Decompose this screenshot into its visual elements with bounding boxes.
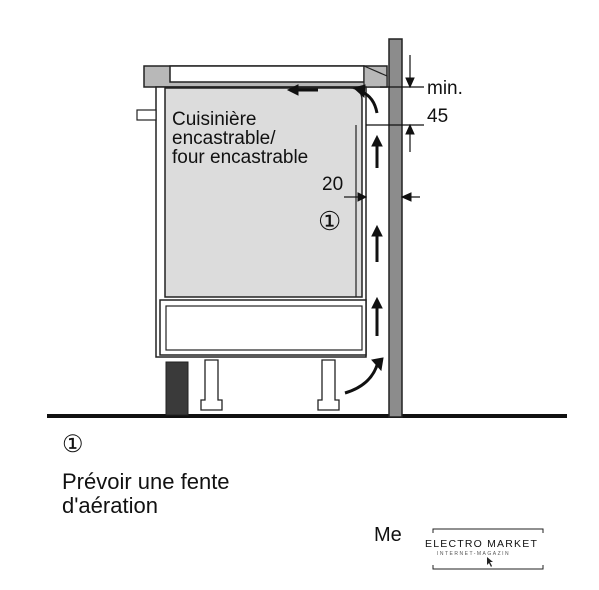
cabinet-hinge	[136, 109, 157, 121]
legend-marker: ①	[62, 431, 84, 458]
watermark-prefix: Me	[374, 524, 402, 546]
oven-label: Cuisinière encastrable/ four encastrable	[172, 110, 308, 167]
clearance-dimension-side	[344, 192, 420, 202]
oven-label-line-3: four encastrable	[172, 147, 309, 168]
plinth	[165, 361, 189, 416]
airflow-arrow-intake	[344, 361, 380, 395]
cabinet-foot-right	[317, 359, 340, 411]
oven-label-line-2: encastrable/	[172, 128, 276, 149]
floor-line	[47, 414, 567, 418]
oven-label-line-1: Cuisinière	[172, 109, 257, 130]
watermark-frame	[432, 528, 544, 570]
watermark-tagline: INTERNET-MAGAZIN	[437, 551, 511, 557]
drawer-panel	[165, 305, 363, 351]
airflow-arrow-intake-head	[371, 357, 384, 372]
airflow-arrow-curve-head	[352, 84, 366, 99]
airflow-arrows	[286, 84, 384, 395]
hob-surface	[169, 65, 365, 83]
cursor-icon	[487, 557, 493, 567]
watermark-brand: ELECTRO MARKET	[425, 538, 539, 550]
callout-marker: ①	[318, 206, 342, 236]
legend-text: Prévoir une fente d'aération	[62, 470, 230, 518]
clearance-top-label: min.	[427, 78, 463, 99]
clearance-side-value: 20	[322, 174, 344, 195]
watermark-logo: ELECTRO MARKET INTERNET-MAGAZIN	[423, 527, 551, 571]
airflow-arrow-left	[286, 84, 318, 96]
clearance-top-value: 45	[427, 106, 449, 127]
airflow-arrow-up-3	[371, 134, 383, 168]
cabinet-foot-left	[200, 359, 223, 411]
clearance-dimension-top	[366, 55, 424, 152]
airflow-arrow-up-2	[371, 224, 383, 262]
wall-panel	[388, 38, 403, 418]
legend-text-line-2: d'aération	[62, 493, 158, 518]
legend-text-line-1: Prévoir une fente	[62, 469, 230, 494]
airflow-arrow-up-1	[371, 296, 383, 336]
